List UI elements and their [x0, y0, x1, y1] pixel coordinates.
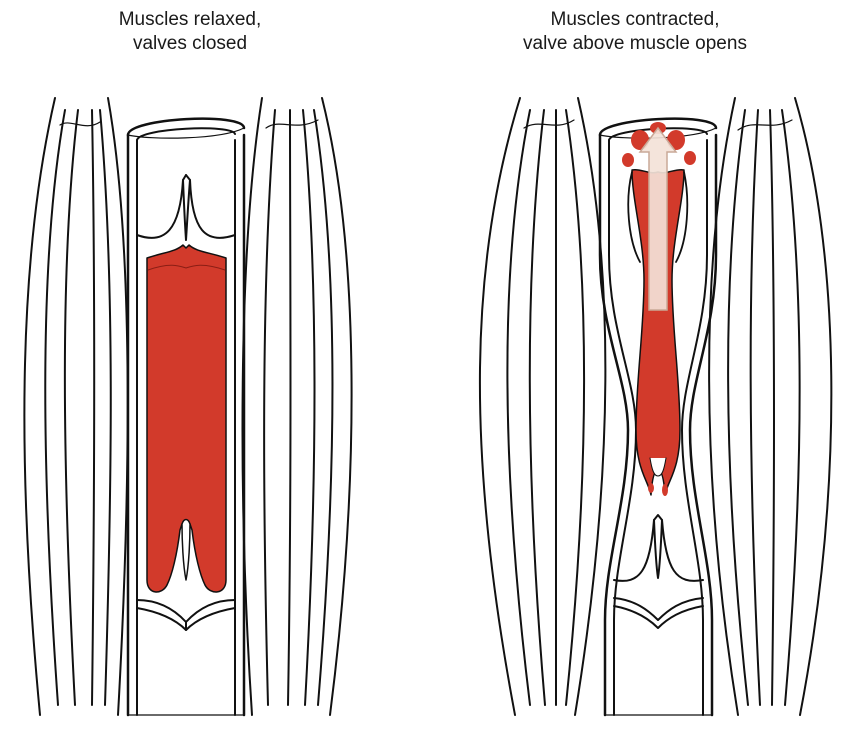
left-panel-left-muscle [24, 98, 127, 715]
left-panel-right-muscle [243, 98, 352, 715]
right-panel-left-muscle [480, 98, 605, 715]
right-panel-right-muscle [709, 98, 831, 715]
left-panel-lower-valve-cusp [182, 520, 190, 581]
